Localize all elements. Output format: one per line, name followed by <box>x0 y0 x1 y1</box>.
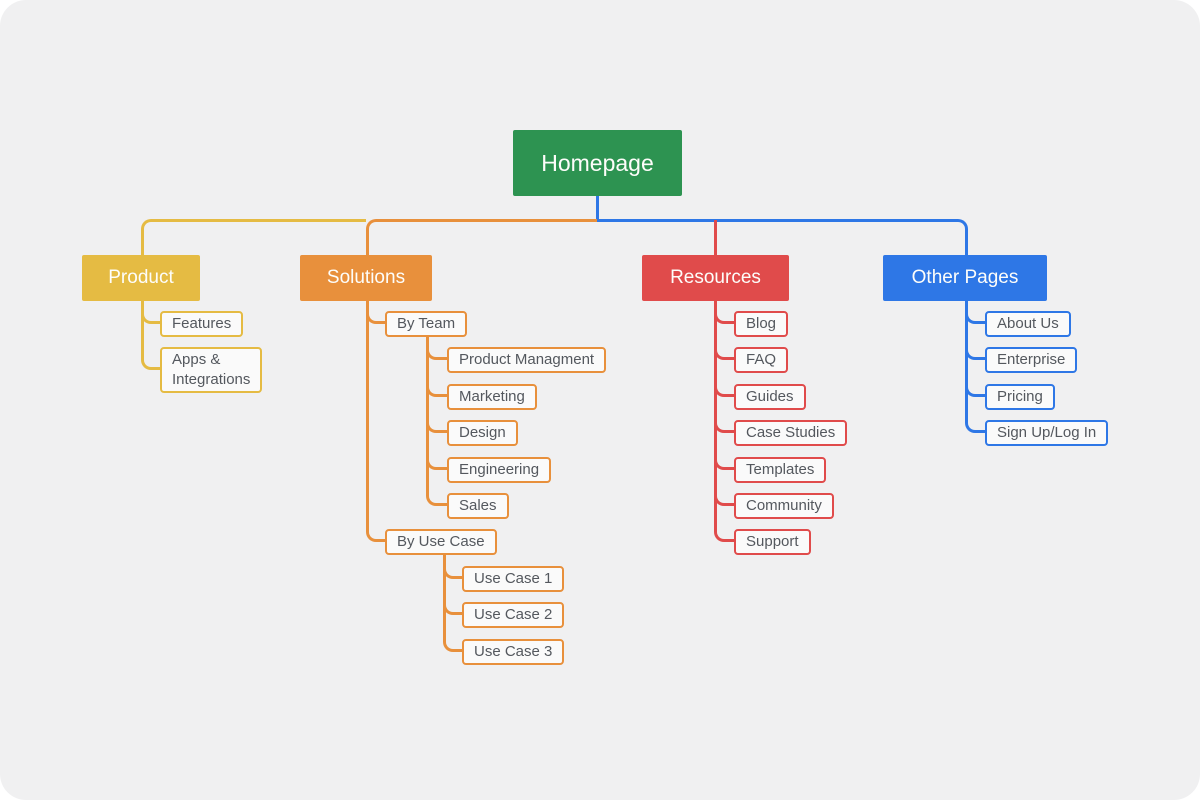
connector-pricing <box>965 301 987 397</box>
node-other-pages: Other Pages <box>883 255 1047 301</box>
node-solutions: Solutions <box>300 255 432 301</box>
connector-by-team <box>366 301 387 324</box>
connector-marketing <box>426 337 449 397</box>
connector-faq <box>714 301 736 360</box>
node-guides: Guides <box>734 384 806 410</box>
node-marketing: Marketing <box>447 384 537 410</box>
node-label: Homepage <box>541 149 654 176</box>
node-label: Resources <box>670 267 761 288</box>
node-use-case-2: Use Case 2 <box>462 602 565 628</box>
node-pricing: Pricing <box>985 384 1055 410</box>
connector-enterprise <box>965 301 987 360</box>
node-support: Support <box>734 529 811 555</box>
connector-community <box>714 301 736 506</box>
node-homepage: Homepage <box>513 130 682 196</box>
node-use-case-3: Use Case 3 <box>462 639 565 665</box>
node-features: Features <box>160 311 244 337</box>
node-sales: Sales <box>447 493 509 519</box>
connector-product-managment <box>426 337 449 360</box>
connector-apps-integrations <box>141 301 162 370</box>
connector-engineering <box>426 337 449 470</box>
node-label: Other Pages <box>911 267 1019 288</box>
connector-templates <box>714 301 736 470</box>
connector-features <box>141 301 162 324</box>
node-product-managment: Product Managment <box>447 347 607 373</box>
node-blog: Blog <box>734 311 789 337</box>
connector-sign-up-log-in <box>965 301 987 433</box>
connector-homepage-stem <box>596 195 599 221</box>
connector-by-use-case <box>366 301 387 542</box>
connector-case-studies <box>714 301 736 433</box>
node-case-studies: Case Studies <box>734 420 848 446</box>
node-engineering: Engineering <box>447 457 552 483</box>
connector-sales <box>426 337 449 506</box>
connector-support <box>714 301 736 542</box>
node-product: Product <box>82 255 200 301</box>
node-by-use-case: By Use Case <box>385 529 497 555</box>
node-faq: FAQ <box>734 347 789 373</box>
node-apps-integrations: Apps & Integrations <box>160 347 263 393</box>
connector-design <box>426 337 449 433</box>
node-community: Community <box>734 493 834 519</box>
node-templates: Templates <box>734 457 827 483</box>
connector-about-us <box>965 301 987 324</box>
node-resources: Resources <box>642 255 789 301</box>
node-design: Design <box>447 420 518 446</box>
node-label: Solutions <box>326 267 406 288</box>
connector-use-case-3 <box>443 555 464 652</box>
node-label: Product <box>108 267 174 288</box>
connector-trunk-other-pages <box>597 219 968 255</box>
connector-trunk-product <box>141 219 366 255</box>
node-by-team: By Team <box>385 311 468 337</box>
node-about-us: About Us <box>985 311 1071 337</box>
connector-use-case-1 <box>443 555 464 579</box>
connector-use-case-2 <box>443 555 464 615</box>
connector-resources-stem <box>714 220 717 255</box>
connector-blog <box>714 301 736 324</box>
node-use-case-1: Use Case 1 <box>462 566 565 592</box>
connector-trunk-solutions <box>366 219 597 255</box>
connector-guides <box>714 301 736 397</box>
node-sign-up-log-in: Sign Up/Log In <box>985 420 1109 446</box>
node-enterprise: Enterprise <box>985 347 1078 373</box>
